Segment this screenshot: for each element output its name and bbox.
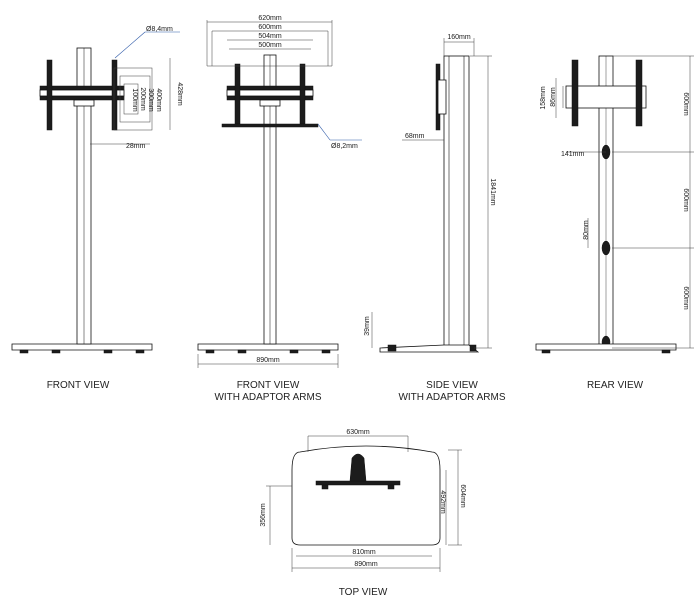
front-dim-300: 300mm bbox=[147, 88, 154, 112]
front-dim-428: 428mm bbox=[176, 82, 183, 106]
front-view-drawing bbox=[11, 31, 180, 354]
caption-rear-view: REAR VIEW bbox=[570, 380, 660, 392]
front-arms-dim-620: 620mm bbox=[258, 15, 282, 22]
top-dim-810: 810mm bbox=[352, 549, 376, 556]
caption-rear-view-text: REAR VIEW bbox=[586, 380, 644, 391]
front-dim-28: 28mm bbox=[126, 143, 146, 150]
caption-front-arms-line1: FRONT VIEW bbox=[236, 380, 300, 391]
caption-front-arms-view: FRONT VIEW WITH ADAPTOR ARMS bbox=[200, 380, 336, 404]
front-arms-hole-diameter: Ø8,2mm bbox=[331, 143, 358, 150]
top-view-drawing bbox=[266, 435, 462, 572]
top-dim-356: 356mm bbox=[260, 503, 267, 527]
caption-side-line2: WITH ADAPTOR ARMS bbox=[398, 392, 506, 403]
front-arms-view-drawing bbox=[197, 20, 362, 368]
top-dim-890: 890mm bbox=[354, 561, 378, 568]
front-dim-100: 100mm bbox=[131, 88, 138, 112]
rear-dim-600-bottom: 600mm bbox=[682, 286, 689, 310]
top-dim-492: 492mm bbox=[439, 490, 446, 514]
caption-front-view: FRONT VIEW bbox=[28, 380, 128, 392]
rear-dim-600-middle: 600mm bbox=[682, 188, 689, 212]
caption-front-view-text: FRONT VIEW bbox=[46, 380, 110, 391]
caption-front-arms-line2: WITH ADAPTOR ARMS bbox=[214, 392, 322, 403]
side-dim-68: 68mm bbox=[405, 133, 425, 140]
caption-side-view: SIDE VIEW WITH ADAPTOR ARMS bbox=[384, 380, 520, 404]
top-dim-630: 630mm bbox=[346, 429, 370, 436]
rear-dim-158: 158mm bbox=[540, 86, 547, 110]
front-arms-dim-504: 504mm bbox=[258, 33, 282, 40]
side-dim-160: 160mm bbox=[447, 34, 471, 41]
front-arms-dim-890: 890mm bbox=[256, 357, 280, 364]
side-dim-39: 39mm bbox=[364, 316, 371, 336]
caption-side-line1: SIDE VIEW bbox=[426, 380, 478, 391]
rear-dim-600-top: 600mm bbox=[682, 92, 689, 116]
front-arms-dim-500: 500mm bbox=[258, 42, 282, 49]
caption-top-view-text: TOP VIEW bbox=[338, 587, 388, 598]
front-hole-diameter: Ø8,4mm bbox=[146, 26, 173, 33]
rear-dim-80: 80mm bbox=[583, 220, 590, 240]
front-arms-dim-600: 600mm bbox=[258, 24, 282, 31]
rear-dim-141: 141mm bbox=[561, 151, 585, 158]
caption-top-view: TOP VIEW bbox=[318, 587, 408, 599]
rear-view-drawing bbox=[535, 55, 694, 354]
front-dim-200: 200mm bbox=[139, 87, 146, 111]
side-view-drawing bbox=[371, 38, 492, 353]
side-dim-1841: 1841mm bbox=[489, 178, 496, 205]
top-dim-604: 604mm bbox=[459, 484, 466, 508]
front-dim-400: 400mm bbox=[155, 88, 162, 112]
rear-dim-86: 86mm bbox=[550, 87, 557, 107]
